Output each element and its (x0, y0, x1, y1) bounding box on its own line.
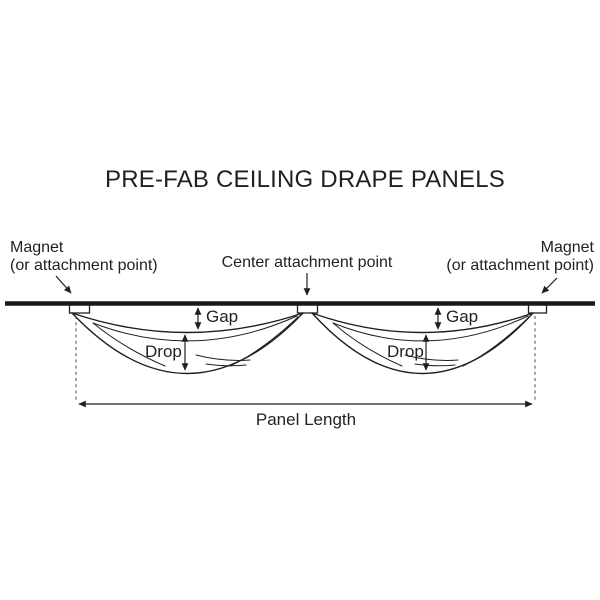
right-magnet-pointer-arrow (541, 277, 558, 294)
right-drape-swag (311, 312, 534, 375)
center-attachment-label: Center attachment point (221, 254, 393, 271)
right-magnet-label-line2: (or attachment point) (446, 256, 594, 274)
gap-label-right: Gap (446, 307, 479, 326)
panel-length-label: Panel Length (255, 410, 357, 429)
gap-label-left: Gap (206, 307, 239, 326)
right-magnet-label: Magnet (or attachment point) (446, 239, 594, 274)
drop-label-left: Drop (145, 342, 182, 361)
right-magnet-label-line1: Magnet (540, 239, 594, 256)
left-drape-swag (71, 312, 304, 375)
drop-label-right: Drop (387, 342, 424, 361)
diagram-title: PRE-FAB CEILING DRAPE PANELS (105, 166, 505, 193)
left-magnet-label: Magnet (or attachment point) (10, 239, 158, 274)
left-magnet-label-line1: Magnet (10, 239, 64, 256)
left-magnet-label-line2: (or attachment point) (10, 256, 158, 274)
left-magnet-pointer-arrow (55, 275, 72, 294)
